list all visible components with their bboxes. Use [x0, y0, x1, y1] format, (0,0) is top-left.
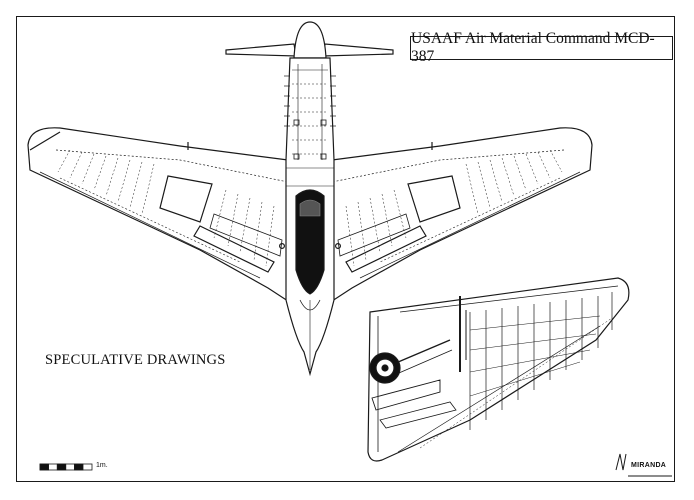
scale-bar-icon [39, 463, 93, 471]
wing-cutaway-icon [367, 277, 630, 462]
speculative-note: SPECULATIVE DRAWINGS [45, 352, 226, 368]
maker-signature-icon [615, 453, 672, 477]
maker-mark: MIRANDA [631, 462, 667, 469]
aircraft-planform-icon [27, 21, 593, 377]
drawing-title: USAAF Air Material Command MCD-387 [410, 30, 673, 65]
scale-label: 1m. [96, 462, 108, 469]
